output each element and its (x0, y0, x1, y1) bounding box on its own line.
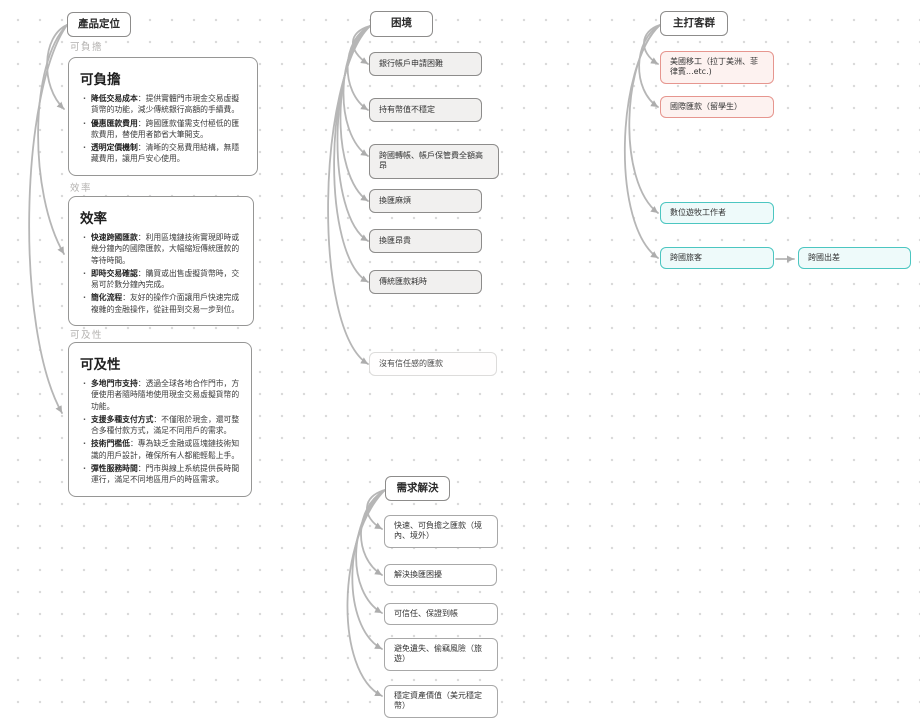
node-target-root[interactable]: 主打客群 (660, 11, 728, 36)
card-efficiency[interactable]: 效率 快速跨國匯款：利用區塊鏈技術實現即時或幾分鐘內的國際匯款，大幅縮短傳統匯款… (68, 196, 254, 327)
node-target-cross-border-travelers[interactable]: 跨國旅客 (660, 247, 774, 270)
bullet-item: 降低交易成本：提供實體門市現金交易虛擬貨幣的功能，減少傳統銀行高額的手續費。 (83, 93, 246, 116)
bullet-item: 優惠匯款費用：跨國匯款僅需支付極低的匯款費用，替使用者節省大筆開支。 (83, 118, 246, 141)
node-need-solve-exchange[interactable]: 解決換匯困擾 (384, 564, 497, 587)
connector-arrow (28, 24, 68, 414)
bullet-item: 技術門檻低：專為缺乏金融或區塊鏈技術知識的用戶設計，確保所有人都能輕鬆上手。 (83, 438, 240, 461)
connector-arrow (37, 24, 68, 255)
bullet-item: 支援多種支付方式：不僅限於現金，還可整合多種付款方式，滿足不同用戶的需求。 (83, 414, 240, 437)
node-need-stable-asset-value[interactable]: 穩定資產價值（美元穩定幣） (384, 685, 498, 718)
node-need-trusted-guaranteed[interactable]: 可信任、保證到帳 (384, 603, 498, 626)
bullet-item: 多地門市支持：透過全球各地合作門市，方便使用者隨時隨地使用現金交易虛擬貨幣的功能… (83, 378, 240, 412)
section-label-accessibility: 可及性 (70, 330, 104, 341)
connector-arrow (352, 25, 371, 65)
node-needs-root[interactable]: 需求解決 (385, 476, 450, 501)
node-need-fast-affordable-remittance[interactable]: 快速、可負擔之匯款（境內、境外） (384, 515, 498, 548)
bullet-item: 快速跨國匯款：利用區塊鏈技術實現即時或幾分鐘內的國際匯款，大幅縮短傳統匯款的等待… (83, 232, 242, 266)
node-pain-untrusted-remittance[interactable]: 沒有信任感的匯款 (369, 352, 497, 377)
card-accessibility[interactable]: 可及性 多地門市支持：透過全球各地合作門市，方便使用者隨時隨地使用現金交易虛擬貨… (68, 342, 252, 497)
node-target-business-trips[interactable]: 跨國出差 (798, 247, 911, 270)
card-title: 效率 (80, 211, 107, 227)
connector-arrow (333, 25, 371, 283)
connector-arrow (346, 489, 386, 697)
node-target-digital-nomads[interactable]: 數位遊牧工作者 (660, 202, 774, 225)
bullet-list: 降低交易成本：提供實體門市現金交易虛擬貨幣的功能，減少傳統銀行高額的手續費。 優… (80, 93, 246, 165)
section-label-efficiency: 效率 (70, 183, 93, 194)
bullet-list: 多地門市支持：透過全球各地合作門市，方便使用者隨時隨地使用現金交易虛擬貨幣的功能… (80, 378, 240, 486)
node-pain-exchange-hassle[interactable]: 換匯麻煩 (369, 189, 482, 214)
connector-arrow (623, 24, 661, 259)
connector-arrow (327, 25, 371, 365)
card-title: 可負擔 (80, 72, 121, 88)
section-label-affordable: 可負擔 (70, 42, 104, 53)
node-pain-exchange-expensive[interactable]: 換匯昂貴 (369, 229, 482, 254)
connector-arrow (346, 25, 371, 111)
connector-arrow (366, 489, 386, 530)
connector-arrow (355, 489, 386, 614)
connector-arrow (351, 489, 386, 650)
connector-arrow (336, 25, 371, 242)
node-need-avoid-loss-theft[interactable]: 避免遺失、偷竊風險（旅遊） (384, 638, 498, 671)
bullet-item: 即時交易確認：購買或出售虛擬貨幣時，交易可於數分鐘內完成。 (83, 268, 242, 291)
node-pain-transfer-fees[interactable]: 跨國轉帳、帳戶保管費全額高昂 (369, 144, 499, 179)
connector-arrow (643, 24, 661, 65)
card-affordable[interactable]: 可負擔 降低交易成本：提供實體門市現金交易虛擬貨幣的功能，減少傳統銀行高額的手續… (68, 57, 258, 176)
connector-arrow (360, 489, 386, 576)
connector-arrow (638, 24, 661, 108)
bullet-item: 彈性服務時間：門市與線上系統提供長時間運行，滿足不同地區用戶的時區需求。 (83, 463, 240, 486)
card-title: 可及性 (80, 357, 121, 373)
bullet-list: 快速跨國匯款：利用區塊鏈技術實現即時或幾分鐘內的國際匯款，大幅縮短傳統匯款的等待… (80, 232, 242, 315)
connector-arrow (628, 24, 661, 214)
node-target-us-migrant-workers[interactable]: 美國移工（拉丁美洲、菲律賓...etc.) (660, 51, 774, 84)
node-pain-unstable-currency[interactable]: 持有幣值不穩定 (369, 98, 482, 123)
bullet-item: 簡化流程：友好的操作介面讓用戶快速完成複雜的金融操作，從註冊到交易一步到位。 (83, 292, 242, 315)
node-pain-root[interactable]: 困境 (370, 11, 433, 37)
bullet-item: 透明定價機制：清晰的交易費用結構，無隱藏費用，讓用戶安心使用。 (83, 142, 246, 165)
node-pain-bank-account[interactable]: 銀行帳戶申請困難 (369, 52, 482, 77)
connector-arrow (339, 25, 371, 202)
node-pain-slow-remittance[interactable]: 傳統匯款耗時 (369, 270, 482, 295)
node-target-international-remittance[interactable]: 國際匯款（留學生） (660, 96, 774, 119)
connector-arrow (342, 25, 371, 157)
node-product-positioning[interactable]: 產品定位 (67, 12, 131, 37)
connector-arrow (46, 24, 68, 110)
